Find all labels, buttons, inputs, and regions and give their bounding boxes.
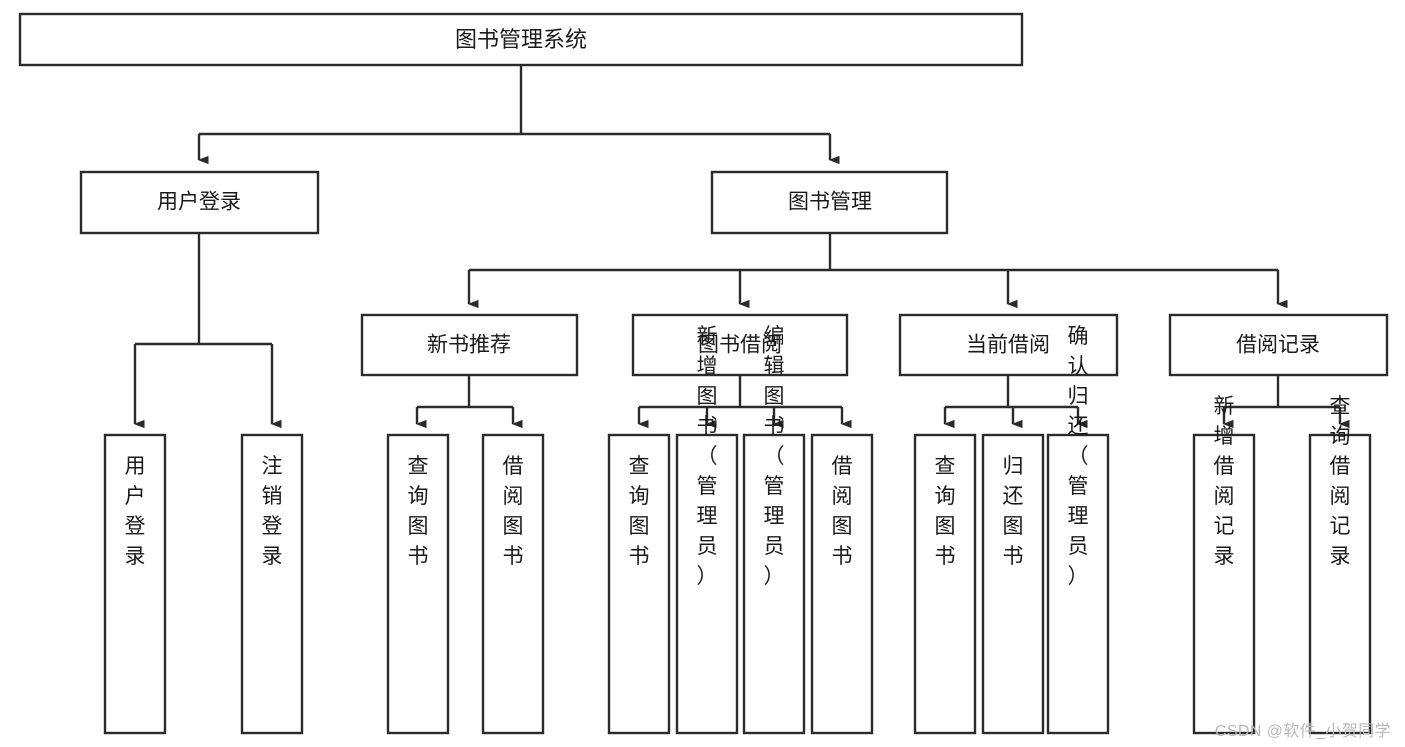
node-current-borrow-box[interactable]	[898, 313, 1119, 377]
leaf-br-edit-book-box[interactable]	[742, 433, 806, 735]
leaf-rc-query-record[interactable]: 查询借阅记录	[1308, 395, 1372, 735]
leaf-cu-query-book-box[interactable]	[913, 433, 977, 735]
leaf-cu-confirm-return-box[interactable]	[1046, 433, 1110, 735]
leaf-user-login-box[interactable]	[103, 433, 167, 735]
node-book-borrow-box[interactable]	[631, 313, 849, 377]
leaf-br-borrow-book[interactable]: 借阅图书	[810, 433, 874, 735]
leaf-cu-return-book[interactable]: 归还图书	[981, 433, 1045, 735]
node-book-management[interactable]: 图书管理	[710, 170, 949, 235]
leaf-nb-borrow-book-label: 借阅图书	[503, 455, 524, 568]
leaf-rc-add-record-label: 新增借阅记录	[1214, 395, 1235, 568]
node-new-book-recommend-box[interactable]	[360, 313, 579, 377]
node-borrow-record-box[interactable]	[1168, 313, 1389, 377]
leaf-logout-label: 注销登录	[262, 455, 283, 568]
node-current-borrow-label: 当前借阅	[966, 334, 1050, 357]
leaf-br-borrow-book-label: 借阅图书	[832, 455, 853, 568]
leaf-cu-query-book-label: 查询图书	[935, 455, 956, 568]
node-borrow-record[interactable]: 借阅记录	[1168, 313, 1389, 377]
leaf-cu-return-book-label: 归还图书	[1003, 455, 1024, 568]
node-root[interactable]: 图书管理系统	[18, 12, 1024, 67]
node-book-borrow[interactable]: 图书借阅	[631, 313, 849, 377]
leaf-br-add-book[interactable]: 新增图书（管理员）	[675, 325, 739, 735]
leaf-nb-query-book[interactable]: 查询图书	[386, 433, 450, 735]
node-user-login-box[interactable]	[79, 170, 320, 235]
leaf-logout-box[interactable]	[240, 433, 304, 735]
node-user-login-label: 用户登录	[157, 191, 241, 214]
leaf-br-add-book-label: 新增图书（管理员）	[697, 325, 718, 588]
node-book-borrow-label: 图书借阅	[698, 334, 782, 357]
node-user-login[interactable]: 用户登录	[79, 170, 320, 235]
leaf-br-add-book-box[interactable]	[675, 433, 739, 735]
leaf-user-login[interactable]: 用户登录	[103, 433, 167, 735]
leaf-br-edit-book-label: 编辑图书（管理员）	[764, 325, 785, 588]
node-book-management-label: 图书管理	[788, 191, 872, 214]
leaf-nb-query-book-box[interactable]	[386, 433, 450, 735]
leaf-user-login-label: 用户登录	[125, 455, 146, 568]
leaf-nb-borrow-book-box[interactable]	[481, 433, 545, 735]
leaf-rc-query-record-box[interactable]	[1308, 433, 1372, 735]
csdn-watermark: CSDN @软件_小贺同学	[1214, 723, 1391, 740]
leaf-nb-borrow-book[interactable]: 借阅图书	[481, 433, 545, 735]
leaf-br-query-book-label: 查询图书	[629, 455, 650, 568]
node-new-book-recommend[interactable]: 新书推荐	[360, 313, 579, 377]
leaf-cu-query-book[interactable]: 查询图书	[913, 433, 977, 735]
leaf-rc-add-record[interactable]: 新增借阅记录	[1192, 395, 1256, 735]
leaf-br-borrow-book-box[interactable]	[810, 433, 874, 735]
leaf-cu-return-book-box[interactable]	[981, 433, 1045, 735]
leaf-rc-query-record-label: 查询借阅记录	[1330, 395, 1351, 568]
node-borrow-record-label: 借阅记录	[1236, 334, 1320, 357]
node-root-box[interactable]	[18, 12, 1024, 67]
node-book-management-box[interactable]	[710, 170, 949, 235]
leaf-rc-add-record-box[interactable]	[1192, 433, 1256, 735]
leaf-br-query-book-box[interactable]	[607, 433, 671, 735]
leaf-br-query-book[interactable]: 查询图书	[607, 433, 671, 735]
leaf-nb-query-book-label: 查询图书	[408, 455, 429, 568]
node-new-book-recommend-label: 新书推荐	[427, 334, 511, 357]
leaf-br-edit-book[interactable]: 编辑图书（管理员）	[742, 325, 806, 735]
leaf-cu-confirm-return-label: 确认归还（管理员）	[1068, 325, 1089, 588]
node-root-label: 图书管理系统	[455, 27, 587, 52]
node-current-borrow[interactable]: 当前借阅	[898, 313, 1119, 377]
leaf-cu-confirm-return[interactable]: 确认归还（管理员）	[1046, 325, 1110, 735]
leaf-logout[interactable]: 注销登录	[240, 433, 304, 735]
connectors	[133, 65, 1350, 429]
